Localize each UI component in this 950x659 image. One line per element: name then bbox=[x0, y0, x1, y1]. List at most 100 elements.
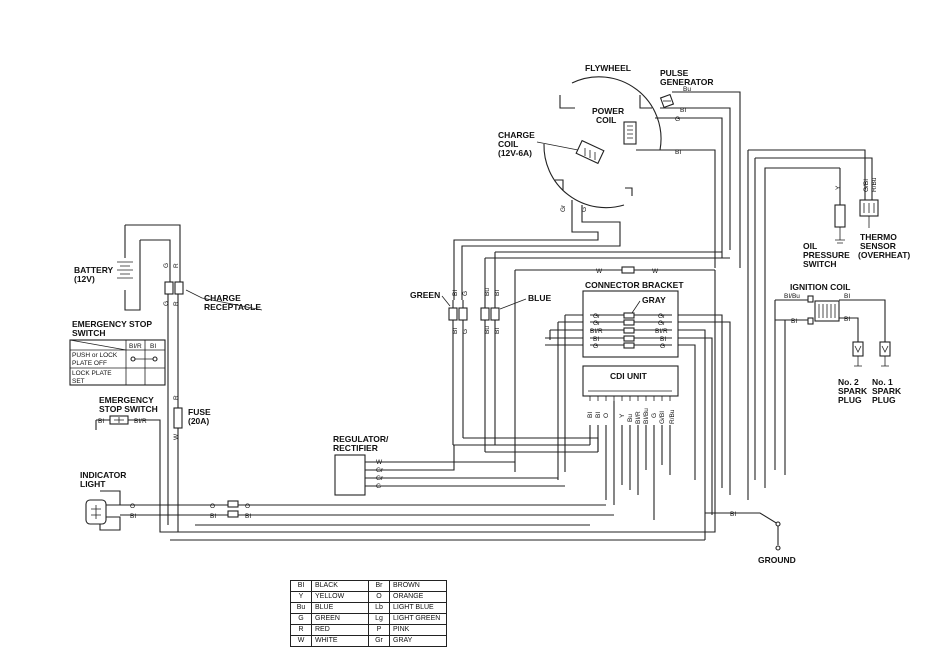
pulse-generator-label-2: GENERATOR bbox=[660, 77, 714, 87]
wire-label-blue-bi-bottom: BI bbox=[494, 328, 501, 334]
indicator-feed-wires bbox=[290, 504, 614, 516]
indicator-light-label-2: LIGHT bbox=[80, 479, 106, 489]
fuse: R W FUSE (20A) bbox=[173, 395, 211, 440]
cb-right-bir: BI/R bbox=[655, 328, 668, 335]
cdi-unit: CDI UNIT BI BI O Y Bu BI/R BI/Bu G G/BI … bbox=[582, 365, 679, 424]
connector-bracket-label: CONNECTOR BRACKET bbox=[585, 280, 684, 290]
ground: BI GROUND bbox=[170, 511, 796, 565]
power-coil-label-1: POWER bbox=[592, 106, 624, 116]
fuse-main-wire bbox=[178, 270, 716, 533]
switch-table-header-bir: BI/R bbox=[129, 343, 142, 350]
sensor-feed-wires bbox=[747, 149, 873, 500]
wire-label-g-power: G bbox=[675, 116, 680, 123]
legend-code: Bu bbox=[290, 602, 312, 614]
cb-right-g: G bbox=[660, 343, 665, 350]
emergency-table-title-2: SWITCH bbox=[72, 328, 106, 338]
oil-wire-y: Y bbox=[835, 185, 842, 190]
cb-right-bi: BI bbox=[660, 336, 666, 343]
cdi-pin-o: O bbox=[603, 413, 610, 418]
switch-table-row1-line1: PUSH or LOCK bbox=[72, 352, 118, 359]
wire-label-green-bi: BI bbox=[452, 290, 459, 296]
ess-wire-bi: BI bbox=[98, 418, 104, 425]
fuse-label-1: FUSE bbox=[188, 407, 211, 417]
legend-name: BLUE bbox=[311, 602, 369, 614]
bracket-left-feeds bbox=[545, 314, 583, 480]
flywheel: FLYWHEEL bbox=[543, 63, 662, 209]
emergency-stop-switch-table: EMERGENCY STOP SWITCH BI/R BI PUSH or LO… bbox=[69, 319, 166, 386]
connector-bracket: CONNECTOR BRACKET GRAY Gr Gr BI/R BI G G… bbox=[582, 280, 684, 358]
wire-label-g-charge: G bbox=[581, 207, 588, 212]
ground-wire-bi: BI bbox=[730, 511, 736, 518]
wire-label-gr-charge: Gr bbox=[560, 204, 567, 212]
battery: BATTERY (12V) bbox=[74, 224, 181, 311]
legend-name: YELLOW bbox=[311, 591, 369, 603]
cdi-pin-y: Y bbox=[619, 413, 626, 418]
legend-code2: P bbox=[368, 624, 390, 636]
legend-code2: Lb bbox=[368, 602, 390, 614]
ignition-coil-label: IGNITION COIL bbox=[790, 282, 850, 292]
charge-coil-label-1: CHARGE bbox=[498, 130, 535, 140]
legend-name: RED bbox=[311, 624, 369, 636]
charge-receptacle: G R G R CHARGE RECEPTACLE bbox=[163, 263, 263, 532]
ind-wire-bi-2: BI bbox=[210, 513, 216, 520]
ignition-coil: IGNITION COIL BI/Bu BI BI BI bbox=[774, 282, 886, 475]
ground-label: GROUND bbox=[758, 555, 796, 565]
charge-coil: CHARGE COIL (12V-6A) bbox=[498, 130, 605, 165]
cdi-lower-links bbox=[453, 437, 599, 453]
wire-label-bi-pulse: BI bbox=[680, 107, 686, 114]
ign-wire-bibu: BI/Bu bbox=[784, 293, 800, 300]
legend-name2: ORANGE bbox=[389, 591, 447, 603]
legend-code2: Lg bbox=[368, 613, 390, 625]
flywheel-wires: Bu BI G BI Gr G bbox=[453, 86, 741, 300]
legend-name2: LIGHT BLUE bbox=[389, 602, 447, 614]
cr-wire-g-bottom: G bbox=[163, 301, 170, 306]
battery-label-1: BATTERY bbox=[74, 265, 114, 275]
spark-plug-2-label-2: SPARK bbox=[838, 386, 868, 396]
cb-right-gr-2: Gr bbox=[658, 320, 666, 327]
ind-wire-o-1: O bbox=[130, 503, 135, 510]
rr-gr-1: Gr bbox=[376, 467, 384, 474]
charge-receptacle-label-2: RECEPTACLE bbox=[204, 302, 261, 312]
ign-wire-bi-right-top: BI bbox=[844, 293, 850, 300]
cr-wire-r-top: R bbox=[173, 263, 180, 268]
regulator-rectifier: REGULATOR/ RECTIFIER W Gr Gr G bbox=[333, 434, 565, 496]
switch-table-row2-line1: LOCK PLATE bbox=[72, 370, 112, 377]
spark-plug-1: No. 1 SPARK PLUG bbox=[872, 341, 902, 405]
legend-name2: BROWN bbox=[389, 580, 447, 592]
fuse-wire-r: R bbox=[173, 395, 180, 400]
cb-left-gr-1: Gr bbox=[593, 313, 601, 320]
cdi-pin-bir: BI/R bbox=[635, 411, 642, 424]
ign-wire-bi-right-bottom: BI bbox=[844, 316, 850, 323]
bracket-right-feeds bbox=[678, 314, 731, 540]
cb-right-gr-1: Gr bbox=[658, 313, 666, 320]
fuse-label-2: (20A) bbox=[188, 416, 209, 426]
rr-w: W bbox=[376, 459, 383, 466]
thermo-sensor-label-2: SENSOR bbox=[860, 241, 896, 251]
cdi-pin-bi-1: BI bbox=[587, 412, 594, 418]
blue-connector-label: BLUE bbox=[528, 293, 551, 303]
blue-connector: BLUE Bu BI Bu BI bbox=[480, 252, 551, 452]
wire-label-green-bi-bottom: BI bbox=[452, 328, 459, 334]
power-coil: POWER COIL bbox=[592, 106, 637, 145]
cdi-pin-rbu: R/Bu bbox=[669, 409, 676, 424]
spark-plug-2-label-1: No. 2 bbox=[838, 377, 859, 387]
oil-pressure-switch-label-2: PRESSURE bbox=[803, 250, 850, 260]
wire-label-blue-bu: Bu bbox=[484, 288, 491, 296]
thermo-wire-rbu: R/Bu bbox=[871, 177, 878, 192]
cdi-pin-bi-2: BI bbox=[595, 412, 602, 418]
charge-coil-label-2: COIL bbox=[498, 139, 518, 149]
cdi-unit-label: CDI UNIT bbox=[610, 371, 648, 381]
spark-plug-1-label-1: No. 1 bbox=[872, 377, 893, 387]
legend-code: W bbox=[290, 635, 312, 647]
ess-wire-bir: BI/R bbox=[134, 418, 147, 425]
regulator-rectifier-label-1: REGULATOR/ bbox=[333, 434, 389, 444]
legend-code: G bbox=[290, 613, 312, 625]
oil-switch-feed bbox=[764, 167, 841, 488]
thermo-sensor-label-3: (OVERHEAT) bbox=[858, 250, 910, 260]
switch-table-header-bi: BI bbox=[150, 343, 156, 350]
